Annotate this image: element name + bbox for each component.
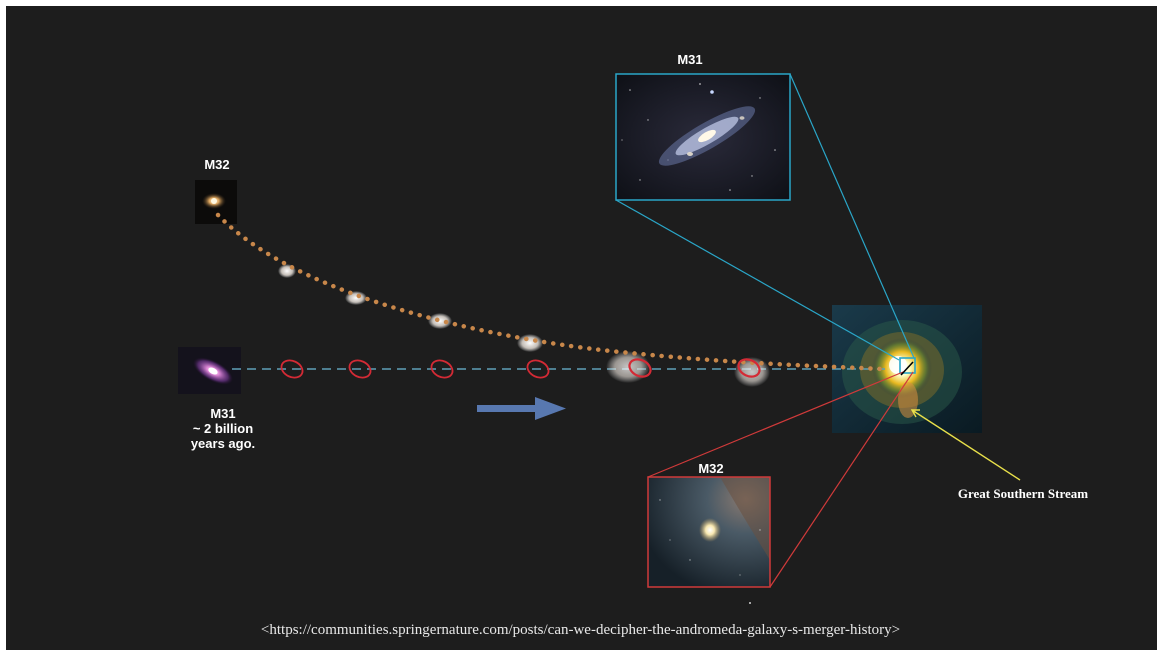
m31-disk-snapshot xyxy=(526,359,550,379)
m31-disk-snapshot xyxy=(737,358,761,378)
m32-start-image xyxy=(195,180,237,224)
source-url: <https://communities.springernature.com/… xyxy=(260,622,901,638)
m31-inset-callout xyxy=(615,73,916,374)
m32-inset-image xyxy=(647,476,771,588)
m32-start-label: M32 xyxy=(204,157,230,172)
star-speck xyxy=(749,602,751,604)
m31-past-label-line2: ~ 2 billion xyxy=(192,421,254,436)
m32-trajectory xyxy=(215,212,885,372)
m32-inset-label: M32 xyxy=(698,461,724,476)
m32-inset-callout xyxy=(647,371,914,588)
arrow-right-icon xyxy=(477,397,566,420)
m31-disk-snapshot xyxy=(280,359,304,379)
m31-inset-image xyxy=(615,73,791,201)
m31-past-label-line3: years ago. xyxy=(190,436,256,451)
great-southern-stream-label: Great Southern Stream xyxy=(957,486,1089,501)
stream-pointer-arrow xyxy=(910,409,1021,481)
m31-inset-label: M31 xyxy=(677,52,703,67)
m31-disk-snapshot xyxy=(348,359,372,379)
m32-core-marker xyxy=(900,361,914,376)
m31-past-label-line1: M31 xyxy=(210,406,236,421)
m31-past-image xyxy=(178,347,241,394)
m31-past-label: M31 ~ 2 billion years ago. xyxy=(168,406,278,451)
m31-disk-snapshot xyxy=(430,359,454,379)
m31-disk-snapshots xyxy=(280,358,761,379)
m31-disk-snapshot xyxy=(628,358,652,378)
